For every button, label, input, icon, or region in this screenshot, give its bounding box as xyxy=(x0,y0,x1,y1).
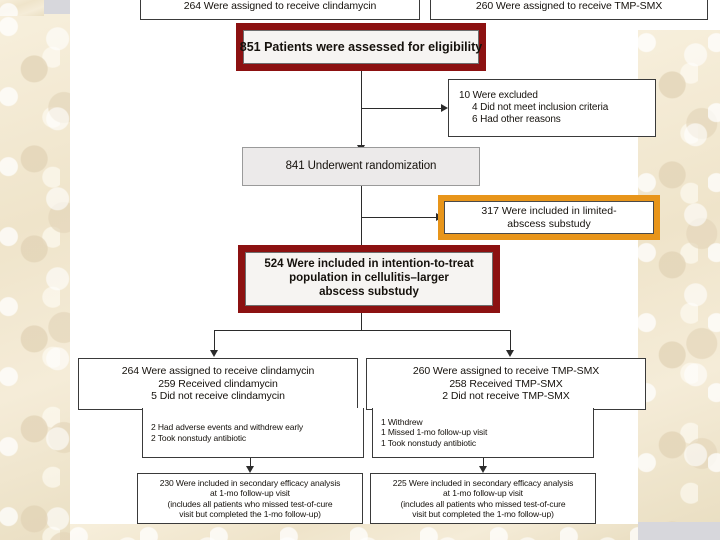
node-text: abscess substudy xyxy=(507,217,591,230)
node-top-partial-right: 260 Were assigned to receive TMP-SMX xyxy=(430,0,708,20)
node-text: 2 Had adverse events and withdrew early xyxy=(151,422,304,433)
node-assigned-clindamycin: 264 Were assigned to receive clindamycin… xyxy=(78,358,358,410)
node-text: 264 Were assigned to receive clindamycin xyxy=(121,365,315,378)
connector-to-limited-abscess xyxy=(361,217,439,218)
grey-strip-top xyxy=(44,0,72,14)
parchment-border-bottom xyxy=(70,524,638,540)
node-text: visit but completed the 1-mo follow-up) xyxy=(412,508,554,519)
node-text: 10 Were excluded xyxy=(459,90,538,102)
node-text: 841 Underwent randomization xyxy=(285,159,437,172)
connector-randomization-to-itt xyxy=(361,186,362,246)
node-text: 2 Took nonstudy antibiotic xyxy=(151,432,247,443)
arrow-to-secondary-clindamycin xyxy=(246,466,254,473)
node-text: 2 Did not receive TMP-SMX xyxy=(442,390,570,403)
node-itt-population: 524 Were included in intention-to-treat … xyxy=(245,252,493,306)
connector-itt-stem xyxy=(361,313,362,330)
node-text: (includes all patients who missed test-o… xyxy=(167,498,333,509)
node-loss-clindamycin: 2 Had adverse events and withdrew early … xyxy=(142,408,364,458)
node-text: 230 Were included in secondary efficacy … xyxy=(159,478,341,489)
node-text: (includes all patients who missed test-o… xyxy=(400,498,566,509)
node-excluded: 10 Were excluded 4 Did not meet inclusio… xyxy=(448,79,656,137)
parchment-border-top-tab xyxy=(0,0,44,16)
node-itt-population-highlight: 524 Were included in intention-to-treat … xyxy=(238,245,500,313)
node-text: 851 Patients were assessed for eligibili… xyxy=(239,39,483,54)
arrow-to-secondary-tmpsmx xyxy=(479,466,487,473)
node-text: 5 Did not receive clindamycin xyxy=(151,390,285,403)
connector-itt-to-tmpsmx xyxy=(510,330,511,350)
parchment-border-left xyxy=(0,14,70,540)
node-text: 1 Took nonstudy antibiotic xyxy=(381,437,477,448)
arrow-to-tmpsmx xyxy=(506,350,514,357)
node-text: visit but completed the 1-mo follow-up) xyxy=(179,508,321,519)
node-limited-abscess-highlight: 317 Were included in limited- abscess su… xyxy=(438,195,660,240)
node-text: 6 Had other reasons xyxy=(472,113,561,125)
node-text: 260 Were assigned to receive TMP-SMX xyxy=(412,365,600,378)
node-eligibility-highlight: 851 Patients were assessed for eligibili… xyxy=(236,23,486,71)
connector-to-excluded xyxy=(361,108,443,109)
connector-loss-clindamycin-to-secondary xyxy=(250,458,251,471)
node-text: at 1-mo follow-up visit xyxy=(210,488,290,499)
node-text: at 1-mo follow-up visit xyxy=(443,488,523,499)
grey-strip-bottom xyxy=(638,522,720,540)
node-text: population in cellulitis–larger xyxy=(289,272,449,285)
node-text: 260 Were assigned to receive TMP-SMX xyxy=(475,0,663,12)
node-text: 258 Received TMP-SMX xyxy=(449,377,563,390)
node-top-partial-left: 264 Were assigned to receive clindamycin xyxy=(140,0,420,20)
node-text: abscess substudy xyxy=(319,285,419,298)
connector-itt-to-clindamycin xyxy=(214,330,215,350)
node-text: 1 Missed 1-mo follow-up visit xyxy=(381,427,488,438)
node-text: 524 Were included in intention-to-treat xyxy=(264,258,474,271)
node-limited-abscess: 317 Were included in limited- abscess su… xyxy=(444,201,654,234)
node-randomization: 841 Underwent randomization xyxy=(242,147,480,186)
node-text: 259 Received clindamycin xyxy=(158,377,278,390)
node-text: 225 Were included in secondary efficacy … xyxy=(392,478,574,489)
node-secondary-efficacy-tmpsmx: 225 Were included in secondary efficacy … xyxy=(370,473,596,524)
arrow-to-clindamycin xyxy=(210,350,218,357)
connector-itt-split-bar xyxy=(214,330,510,331)
node-loss-tmpsmx: 1 Withdrew 1 Missed 1-mo follow-up visit… xyxy=(372,408,594,458)
node-eligibility: 851 Patients were assessed for eligibili… xyxy=(239,30,483,64)
node-text: 317 Were included in limited- xyxy=(481,204,617,217)
node-text: 1 Withdrew xyxy=(381,417,423,428)
node-assigned-tmpsmx: 260 Were assigned to receive TMP-SMX 258… xyxy=(366,358,646,410)
node-text: 264 Were assigned to receive clindamycin xyxy=(183,0,377,12)
arrow-to-excluded xyxy=(441,104,448,112)
consort-flow-diagram: 264 Were assigned to receive clindamycin… xyxy=(70,0,708,524)
node-text: 4 Did not meet inclusion criteria xyxy=(472,102,609,114)
connector-loss-tmpsmx-to-secondary xyxy=(483,458,484,471)
node-secondary-efficacy-clindamycin: 230 Were included in secondary efficacy … xyxy=(137,473,363,524)
